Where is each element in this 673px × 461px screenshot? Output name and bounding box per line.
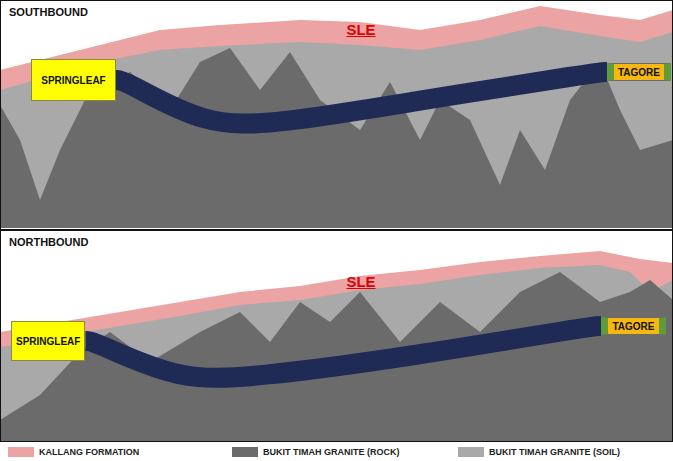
legend-swatch [8,447,34,457]
granite-rock [0,272,673,442]
station-box: TAGORE [601,317,666,335]
granite-soil [0,26,673,228]
profile-panel: NORTHBOUND SLE SPRINGLEAF TAGORE [0,230,673,442]
station-box: SPRINGLEAF [31,59,116,101]
legend-item: KALLANG FORMATION [8,447,139,457]
tunnel-alignment [116,72,607,124]
legend-label: BUKIT TIMAH GRANITE (ROCK) [263,447,400,457]
station-name: SPRINGLEAF [16,336,80,347]
line-name: SLE [346,273,375,290]
northbound-profile [0,251,673,442]
legend-label: BUKIT TIMAH GRANITE (SOIL) [489,447,620,457]
station-name: SPRINGLEAF [41,75,105,86]
kallang-formation [0,6,673,228]
granite-soil [0,265,673,442]
southbound-profile [0,6,673,228]
legend-label: KALLANG FORMATION [39,447,139,457]
granite-rock [0,48,673,228]
line-name: SLE [346,21,375,38]
direction-heading: SOUTHBOUND [9,6,88,18]
tunnel-alignment [85,326,601,378]
legend-swatch [232,447,258,457]
station-box: SPRINGLEAF [11,321,85,361]
station-box: TAGORE [607,63,671,81]
legend-item: BUKIT TIMAH GRANITE (ROCK) [232,447,400,457]
profile-panel: SOUTHBOUND SLE SPRINGLEAF TAGORE [0,0,673,230]
legend-swatch [458,447,484,457]
legend-item: BUKIT TIMAH GRANITE (SOIL) [458,447,620,457]
legend: KALLANG FORMATION BUKIT TIMAH GRANITE (RO… [0,445,673,461]
kallang-formation [0,251,673,442]
station-name: TAGORE [618,67,660,78]
direction-heading: NORTHBOUND [9,236,88,248]
station-name: TAGORE [612,321,654,332]
